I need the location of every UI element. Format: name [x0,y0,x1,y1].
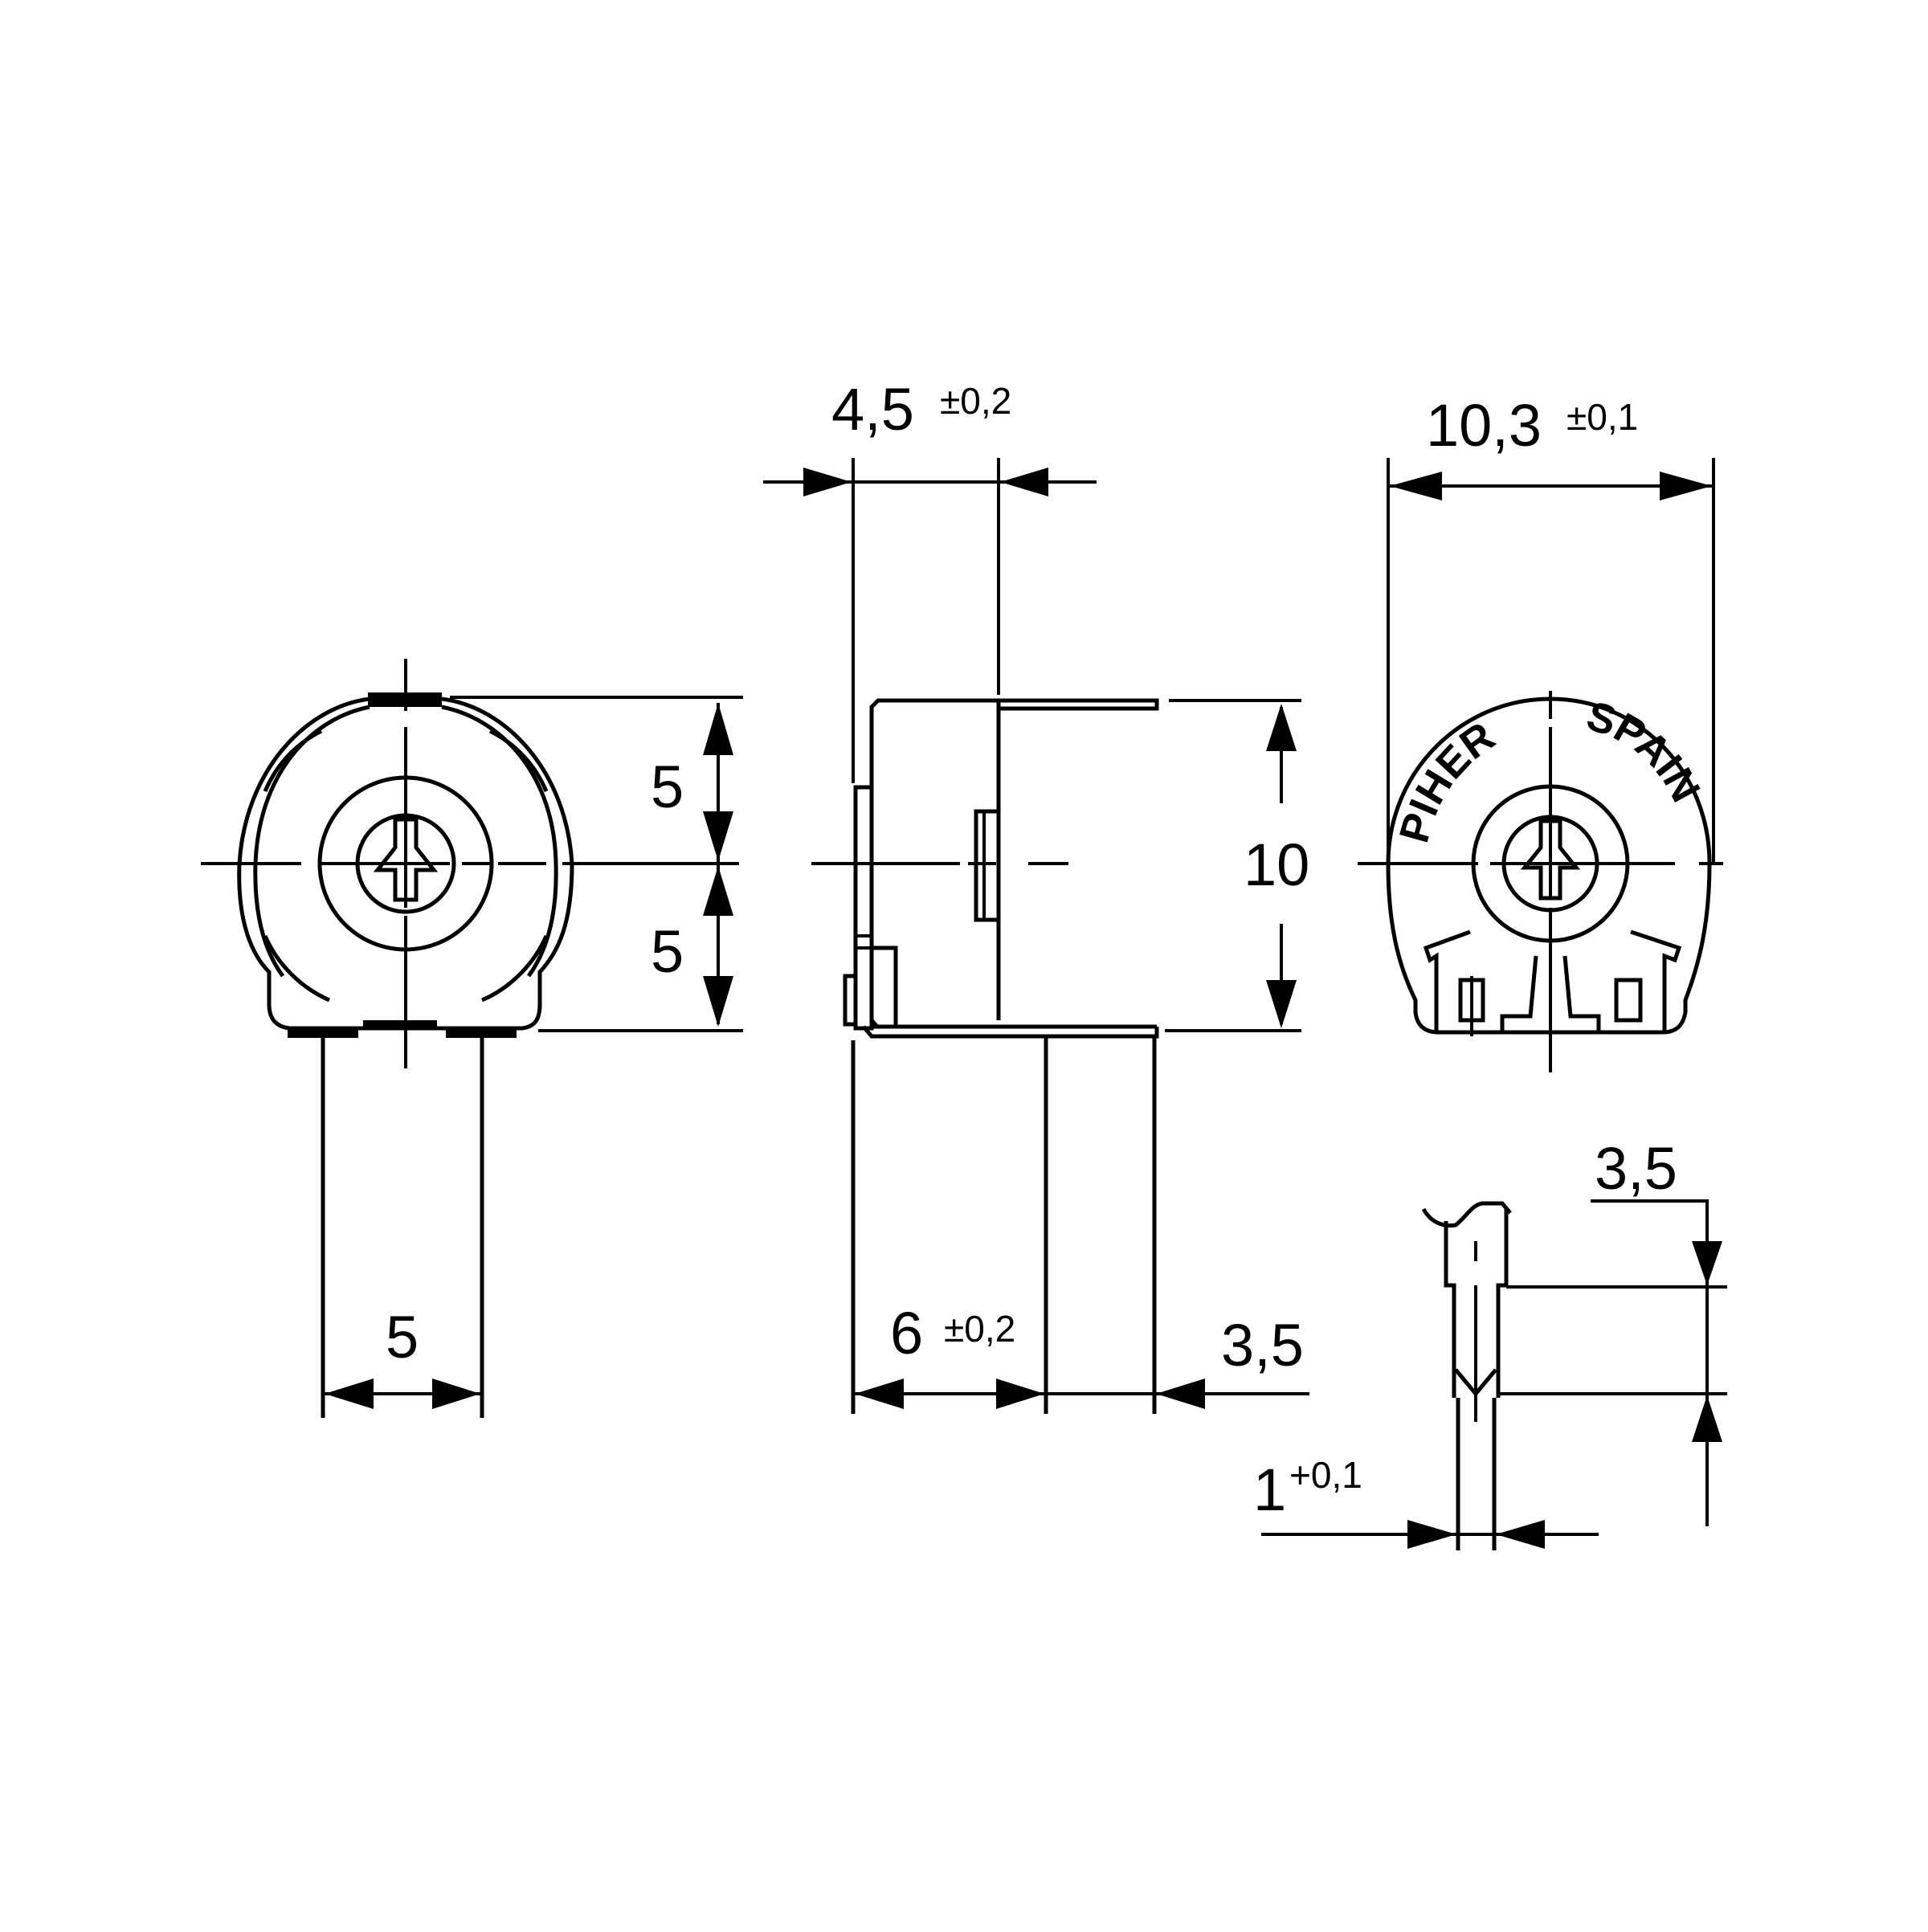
dim-pin-offset: 6 [890,1300,923,1366]
dim-pin-pitch: 5 [386,1304,419,1370]
dim-pin-length-detail: 3,5 [1595,1135,1677,1202]
dim-diameter-tol: ±0,1 [1566,396,1638,438]
dim-pin-width-tol: +0,1 [1289,1454,1362,1496]
dim-lower-half: 5 [651,918,684,985]
dim-pin-length: 3,5 [1221,1312,1304,1379]
top-view: 10,3 ±0,1 PIHER SPAIN [1358,392,1723,1072]
dim-pin-offset-tol: ±0,2 [944,1308,1015,1350]
logo-piher: PIHER [1391,713,1503,848]
dim-body-depth: 4,5 [831,376,914,443]
dim-pin-width: 1 [1253,1456,1286,1523]
pin-detail: 3,5 1 +0,1 [1253,1135,1727,1550]
dim-diameter: 10,3 [1426,392,1542,459]
dim-height: 10 [1244,831,1309,898]
side-view: 4,5 ±0,2 10 6 [763,376,1309,1414]
front-view: 5 5 5 [201,659,743,1418]
logo-spain: SPAIN [1582,692,1709,810]
dim-upper-half: 5 [651,754,684,820]
dim-body-depth-tol: ±0,2 [940,380,1011,422]
